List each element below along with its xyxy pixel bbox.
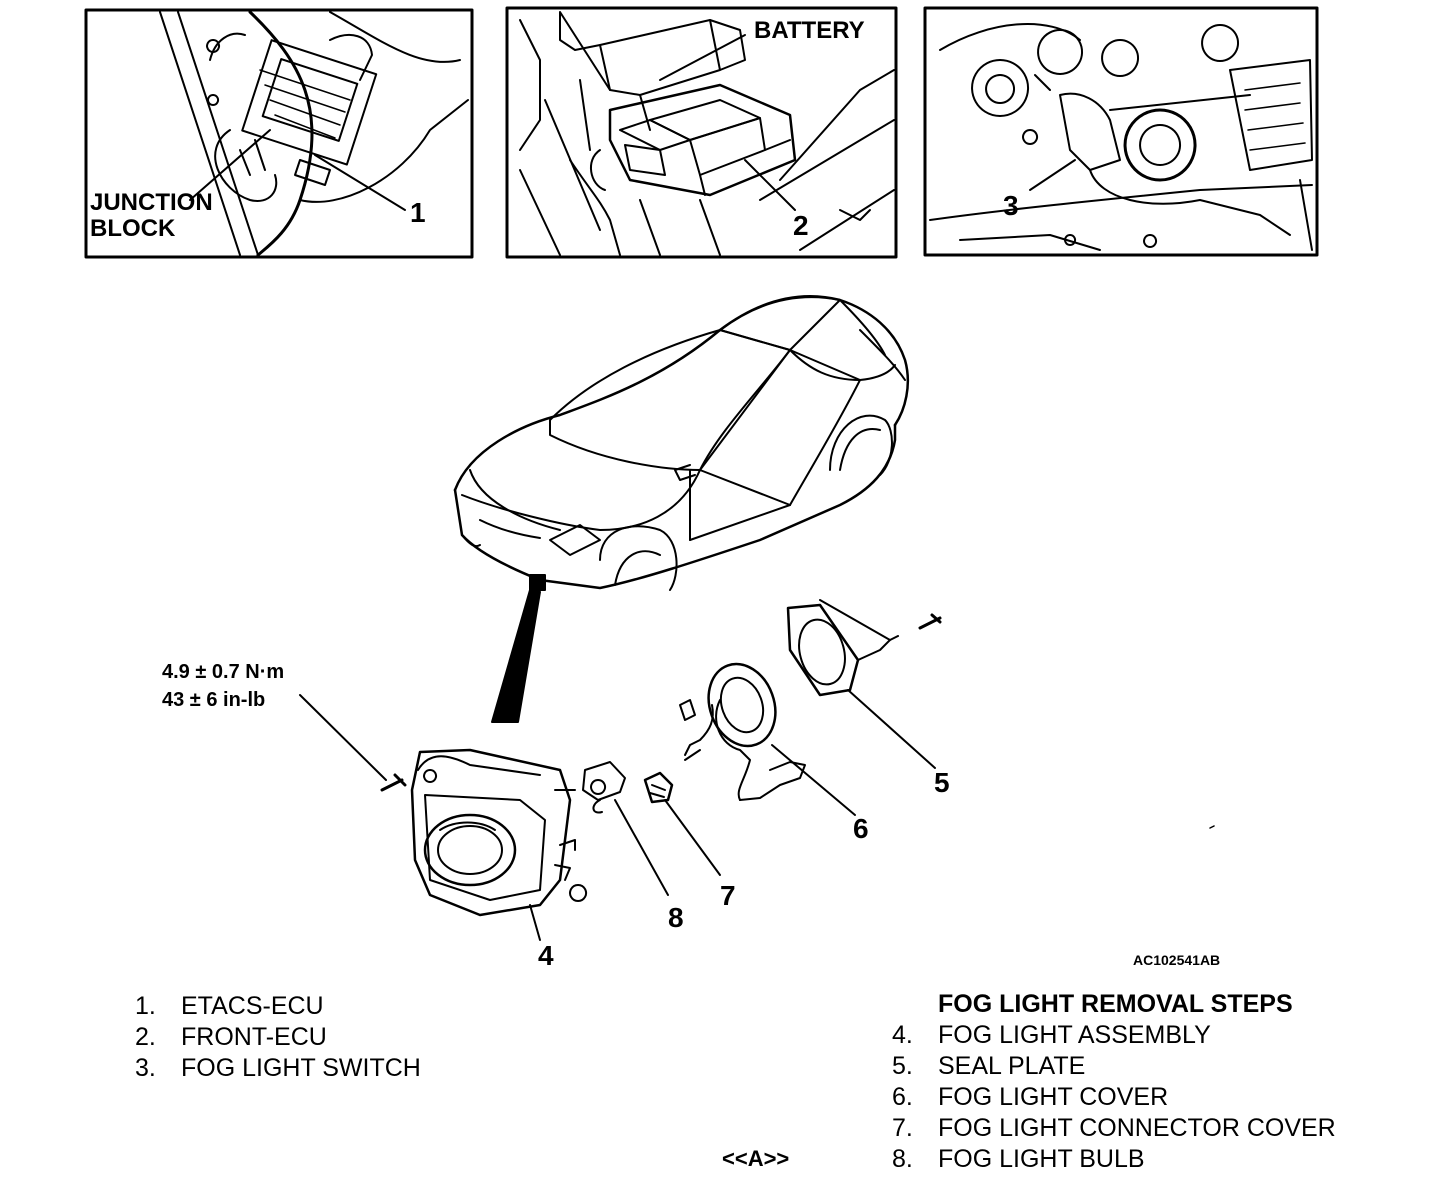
legend-removal-steps: FOG LIGHT REMOVAL STEPS 4. FOG LIGHT ASSE… [892, 989, 1336, 1175]
callout-3: 3 [1003, 190, 1019, 221]
fog-light-cover [679, 662, 806, 801]
callout-6: 6 [853, 813, 869, 844]
junction-label-line1: JUNCTION [90, 189, 213, 216]
junction-label-line2: BLOCK [90, 215, 176, 242]
fog-light-bulb [582, 761, 626, 814]
location-pointer [491, 589, 541, 723]
inset-battery [505, 6, 898, 259]
callout-2: 2 [793, 210, 809, 241]
step-text: FOG LIGHT BULB [938, 1145, 1145, 1173]
step-item: 5. SEAL PLATE [892, 1051, 1336, 1082]
torque-spec: 4.9 ± 0.7 N·m 43 ± 6 in-lb [162, 658, 284, 714]
step-text: FOG LIGHT CONNECTOR COVER [938, 1114, 1336, 1142]
step-num: 5. [892, 1052, 913, 1080]
legend-text: FOG LIGHT SWITCH [181, 1054, 421, 1082]
legend-item: 2. FRONT-ECU [135, 1022, 421, 1053]
torque-metric: 4.9 ± 0.7 N·m [162, 661, 285, 683]
reference-mark: <<A>> [722, 1146, 790, 1171]
leader-lines [299, 689, 936, 941]
callout-4: 4 [538, 940, 554, 971]
car-illustration [453, 295, 909, 591]
stray-mark [1209, 825, 1215, 829]
step-num: 7. [892, 1114, 913, 1142]
step-text: FOG LIGHT ASSEMBLY [938, 1021, 1211, 1049]
step-item: 4. FOG LIGHT ASSEMBLY [892, 1020, 1336, 1051]
callout-7: 7 [720, 880, 736, 911]
legend-num: 2. [135, 1023, 156, 1051]
battery-label: BATTERY [752, 17, 867, 45]
legend-text: ETACS-ECU [181, 992, 324, 1020]
legend-num: 1. [135, 992, 156, 1020]
figure-code: AC102541AB [1133, 952, 1221, 968]
legend-item: 1. ETACS-ECU [135, 991, 421, 1022]
step-item: 7. FOG LIGHT CONNECTOR COVER [892, 1113, 1336, 1144]
junction-block-label: JUNCTION BLOCK [90, 190, 213, 242]
step-num: 6. [892, 1083, 913, 1111]
step-text: FOG LIGHT COVER [938, 1083, 1169, 1111]
seal-plate [786, 599, 942, 697]
fog-light-connector-cover [643, 771, 674, 804]
removal-steps-title: FOG LIGHT REMOVAL STEPS [938, 990, 1293, 1018]
step-num: 4. [892, 1021, 913, 1049]
step-text: SEAL PLATE [938, 1052, 1086, 1080]
inset-fog-switch [923, 6, 1319, 257]
legend-text: FRONT-ECU [181, 1023, 327, 1051]
legend-num: 3. [135, 1054, 156, 1082]
callout-1: 1 [410, 197, 426, 228]
callout-8: 8 [668, 902, 684, 933]
step-item: 6. FOG LIGHT COVER [892, 1082, 1336, 1113]
torque-imperial: 43 ± 6 in-lb [162, 689, 266, 711]
legend-components: 1. ETACS-ECU 2. FRONT-ECU 3. FOG LIGHT SWIT… [135, 991, 421, 1084]
legend-item: 3. FOG LIGHT SWITCH [135, 1053, 421, 1084]
inset-junction-block [84, 8, 474, 259]
callout-5: 5 [934, 767, 950, 798]
step-item: 8. FOG LIGHT BULB [892, 1144, 1336, 1175]
fog-light-assembly [380, 748, 587, 917]
step-num: 8. [892, 1145, 913, 1173]
